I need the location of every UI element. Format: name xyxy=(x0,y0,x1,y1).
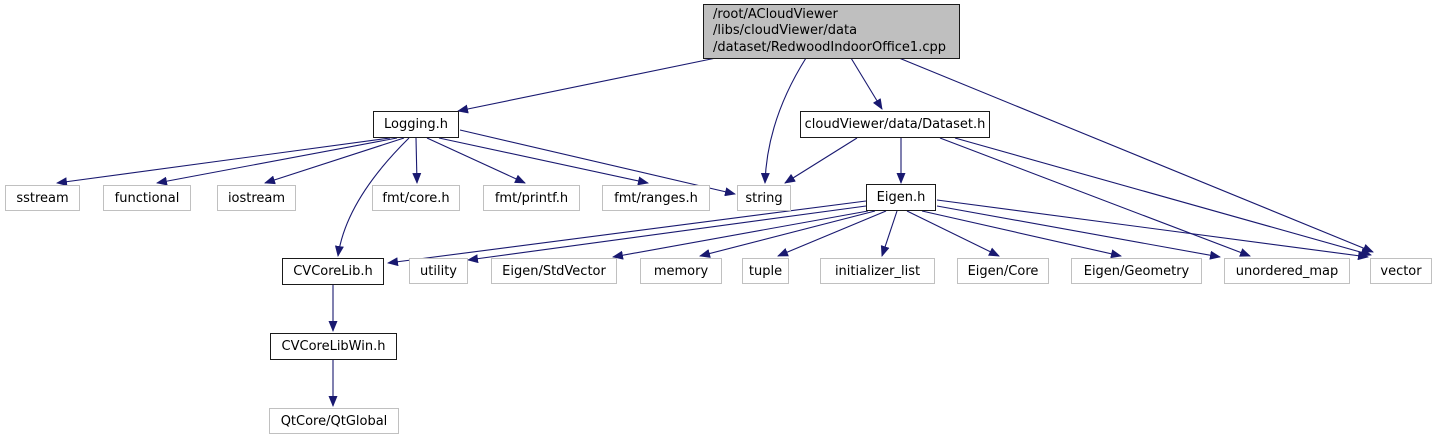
edge-logging-to-fmtranges xyxy=(438,137,649,186)
edge-eigen-to-eigengeom xyxy=(921,210,1122,259)
node-qtcore-qtglobal: QtCore/QtGlobal xyxy=(269,408,399,434)
edge-logging-to-fmtcore xyxy=(412,137,422,184)
node-fmt-ranges-h: fmt/ranges.h xyxy=(602,185,710,211)
edge-logging-to-iostream xyxy=(264,137,405,185)
node-main-file: /root/ACloudViewer /libs/cloudViewer/dat… xyxy=(703,4,960,59)
edge-eigen-to-unorderedmap xyxy=(936,205,1221,260)
node-cvcorelib-h[interactable]: CVCoreLib.h xyxy=(282,258,384,285)
node-string: string xyxy=(737,185,791,211)
main-file-line-2: /libs/cloudViewer/data xyxy=(713,23,858,39)
edge-dataset-to-vector xyxy=(954,137,1372,257)
edge-logging-to-functional xyxy=(156,137,398,186)
edge-main-to-logging xyxy=(457,57,717,114)
edge-eigen-to-stdvector xyxy=(612,210,869,260)
node-eigen-geometry: Eigen/Geometry xyxy=(1071,258,1202,284)
main-file-line-3: /dataset/RedwoodIndoorOffice1.cpp xyxy=(713,39,946,55)
edge-dataset-to-string xyxy=(784,137,858,184)
node-initializer-list: initializer_list xyxy=(820,258,935,284)
edge-logging-to-sstream xyxy=(56,137,391,187)
node-fmt-core-h: fmt/core.h xyxy=(372,185,460,211)
node-vector: vector xyxy=(1370,258,1432,284)
node-sstream: sstream xyxy=(5,185,80,211)
node-eigen-stdvector: Eigen/StdVector xyxy=(491,258,617,284)
edge-eigen-to-cvcorelib xyxy=(387,200,867,267)
node-fmt-printf-h: fmt/printf.h xyxy=(483,185,580,211)
node-memory: memory xyxy=(640,258,722,284)
edge-eigen-to-initlist xyxy=(880,210,898,257)
edge-eigen-to-eigencore xyxy=(906,210,1000,257)
main-file-line-1: /root/ACloudViewer xyxy=(713,6,838,22)
edge-dataset-to-unorderedmap xyxy=(939,137,1251,257)
edge-logging-to-string xyxy=(459,129,736,197)
node-iostream: iostream xyxy=(217,185,296,211)
node-tuple: tuple xyxy=(742,258,789,284)
edge-main-to-dataset xyxy=(850,57,883,110)
node-eigen-core: Eigen/Core xyxy=(957,258,1049,284)
node-functional: functional xyxy=(103,185,191,211)
edge-logging-to-fmtprintf xyxy=(426,137,526,184)
edge-main-to-string xyxy=(760,57,807,184)
node-dataset-h[interactable]: cloudViewer/data/Dataset.h xyxy=(800,111,990,138)
edge-eigen-to-memory xyxy=(699,210,876,258)
node-utility: utility xyxy=(409,258,468,284)
node-unordered-map: unordered_map xyxy=(1224,258,1350,284)
edge-main-to-vector xyxy=(898,57,1374,253)
edge-eigen-to-tuple xyxy=(777,210,887,257)
node-logging-h[interactable]: Logging.h xyxy=(373,111,459,138)
edge-logging-to-cvcorelib xyxy=(334,137,410,257)
node-eigen-h[interactable]: Eigen.h xyxy=(866,184,936,211)
edge-eigen-to-vector xyxy=(936,199,1369,261)
node-cvcorelibwin-h[interactable]: CVCoreLibWin.h xyxy=(270,333,397,360)
edge-eigen-to-utility xyxy=(467,205,867,264)
